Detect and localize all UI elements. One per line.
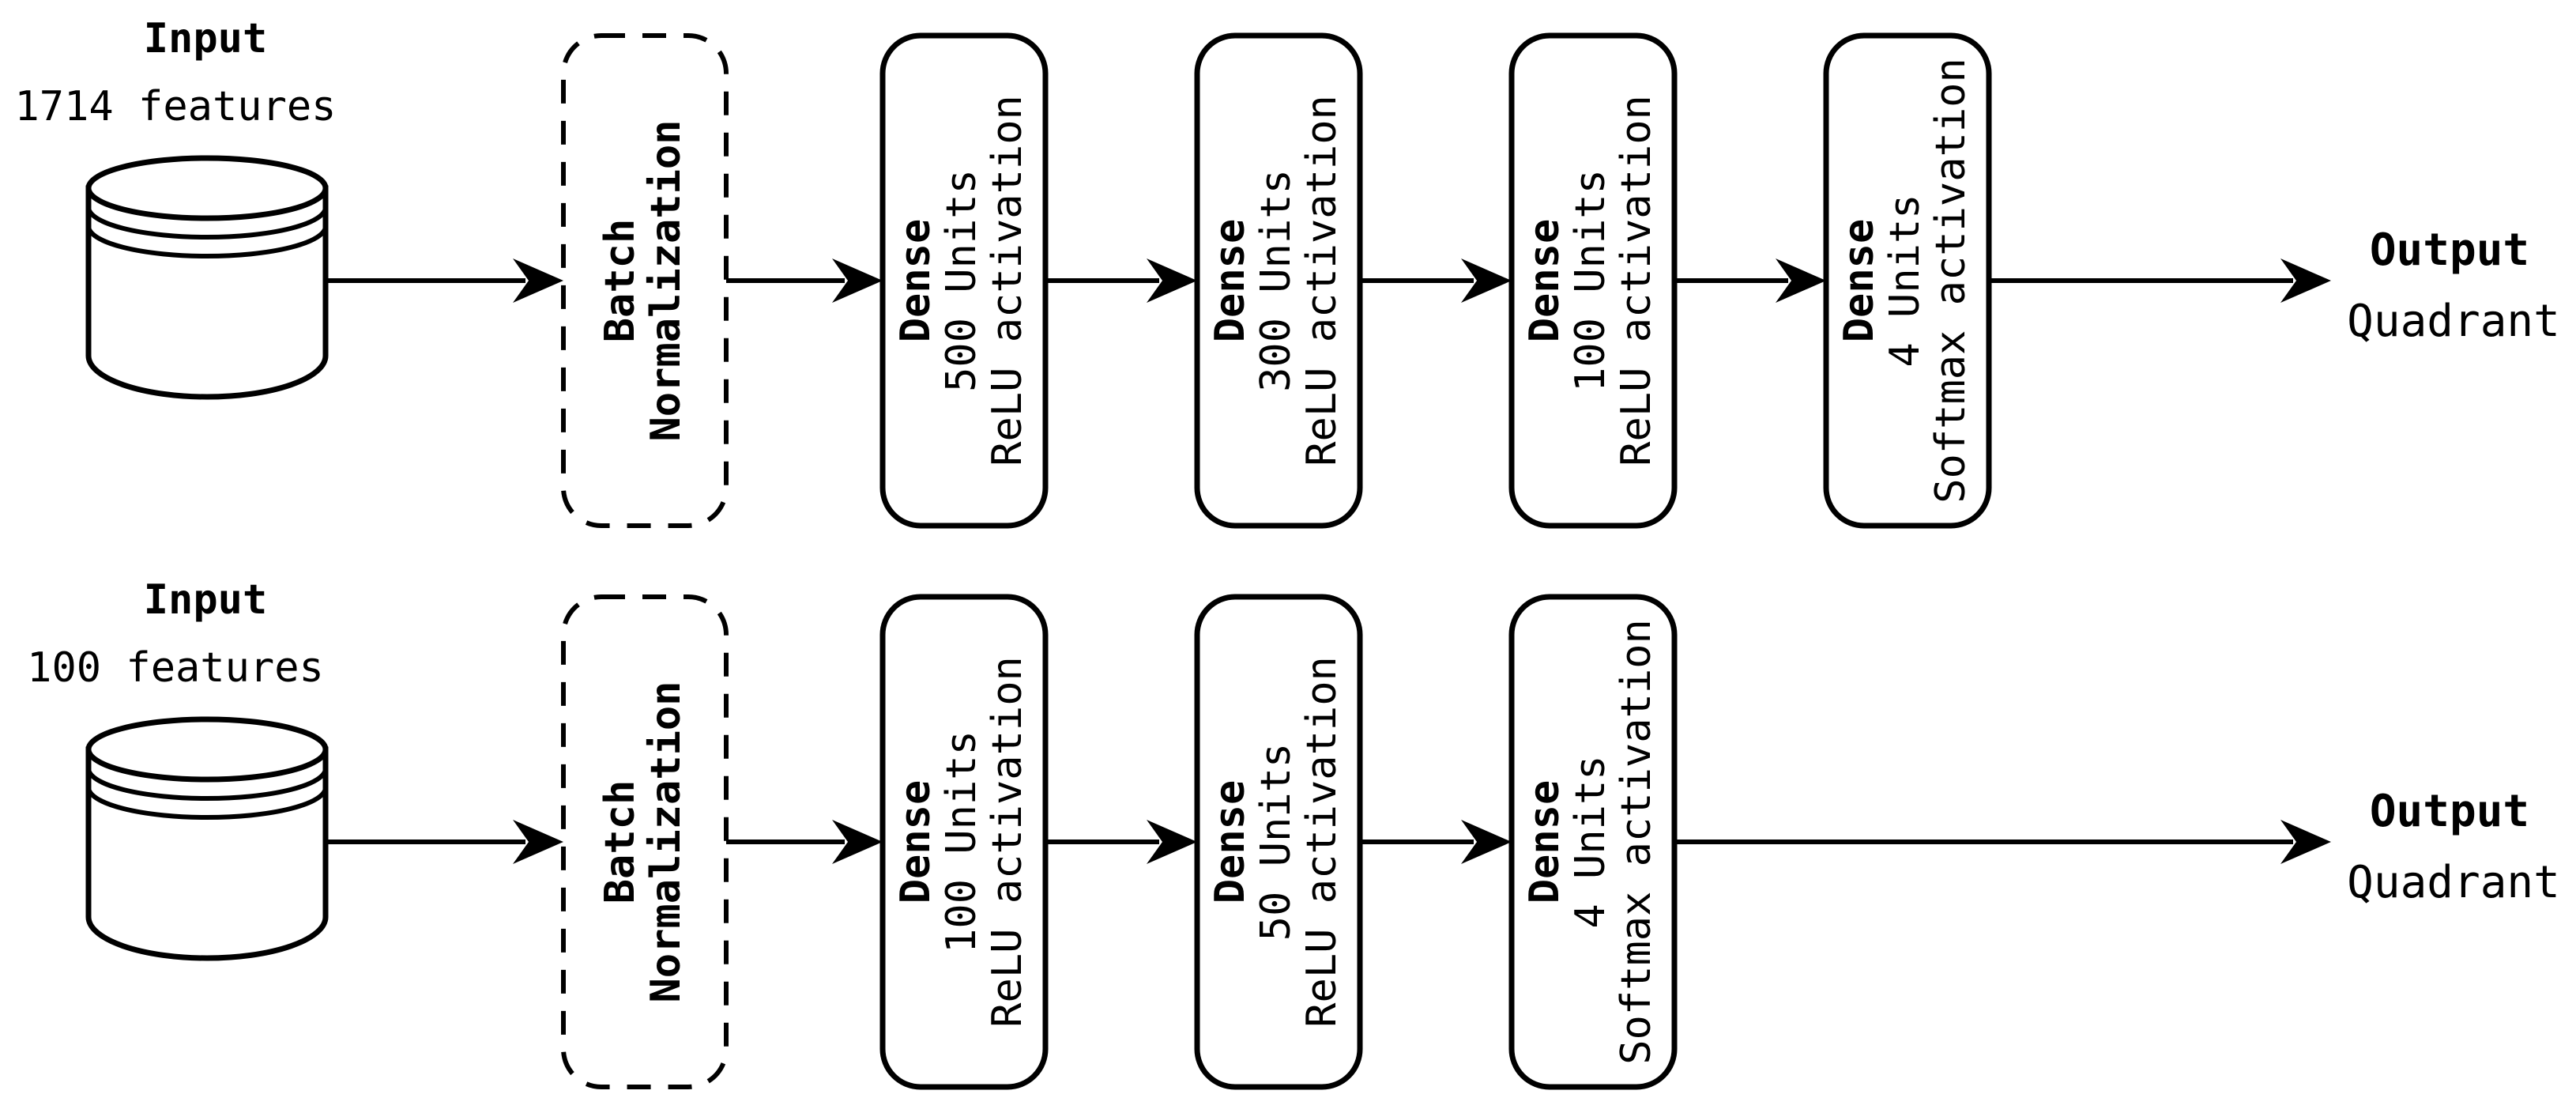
flow-arrow — [1989, 258, 2331, 303]
flow-arrow — [1360, 258, 1512, 303]
layer-activation-label: ReLU activation — [1298, 95, 1346, 466]
layer-units-label: 500 Units — [938, 169, 985, 392]
dense-layer-node: Dense 4 Units Softmax activation — [1508, 594, 1678, 1090]
output-title: Output — [2370, 786, 2529, 837]
layer-name-label: Dense — [1836, 219, 1883, 343]
layer-activation-label: ReLU activation — [1298, 656, 1346, 1028]
database-icon — [85, 716, 329, 961]
layer-units-label: 4 Units — [1567, 755, 1614, 928]
output-title: Output — [2370, 225, 2529, 276]
layer-units-label: 100 Units — [1567, 169, 1614, 392]
flow-arrow — [1674, 820, 2331, 864]
layer-units-label: 300 Units — [1252, 169, 1300, 392]
layer-name-label: Dense — [1521, 219, 1569, 343]
dense-layer-node: Dense 50 Units ReLU activation — [1194, 594, 1363, 1090]
layer-units-label: 50 Units — [1252, 743, 1300, 941]
flow-arrow — [1045, 820, 1197, 864]
batchnorm-node: Batch Normalization — [561, 33, 729, 528]
layer-activation-label: ReLU activation — [984, 656, 1031, 1028]
pipeline-row-bottom: Input 100 features Batch Normalization — [27, 576, 2560, 1090]
flow-arrow — [326, 820, 563, 864]
output-class-label: Quadrant — [2347, 857, 2560, 908]
flow-arrow — [1674, 258, 1826, 303]
batchnorm-label-line1: Batch — [597, 780, 644, 904]
input-title: Input — [144, 576, 268, 624]
layer-activation-label: ReLU activation — [984, 95, 1031, 466]
layer-activation-label: Softmax activation — [1927, 58, 1975, 504]
layer-name-label: Dense — [1521, 780, 1569, 904]
layer-units-label: 100 Units — [938, 730, 985, 953]
flow-arrow — [726, 258, 883, 303]
pipeline-row-top: Input 1714 features Batch Normalization — [15, 15, 2560, 529]
flow-arrow — [726, 820, 883, 864]
input-title: Input — [144, 15, 268, 62]
batchnorm-label-line2: Normalization — [642, 120, 690, 442]
layer-activation-label: Softmax activation — [1613, 619, 1660, 1065]
layer-units-label: 4 Units — [1881, 194, 1929, 367]
dense-layer-node: Dense 300 Units ReLU activation — [1194, 32, 1363, 529]
layer-name-label: Dense — [1207, 780, 1254, 904]
dense-layer-node: Dense 100 Units ReLU activation — [879, 594, 1049, 1090]
batchnorm-label-line2: Normalization — [642, 681, 690, 1003]
flow-arrow — [1045, 258, 1197, 303]
input-features-label: 100 features — [27, 644, 324, 692]
database-icon — [85, 155, 329, 400]
input-features-label: 1714 features — [15, 83, 337, 130]
flow-arrow — [326, 258, 563, 303]
layer-activation-label: ReLU activation — [1613, 95, 1660, 466]
output-class-label: Quadrant — [2347, 296, 2560, 347]
dense-layer-node: Dense 100 Units ReLU activation — [1508, 32, 1678, 529]
layer-name-label: Dense — [892, 780, 940, 904]
dense-layer-node: Dense 500 Units ReLU activation — [879, 32, 1049, 529]
flow-arrow — [1360, 820, 1512, 864]
batchnorm-node: Batch Normalization — [561, 594, 729, 1089]
dense-layer-node: Dense 4 Units Softmax activation — [1823, 32, 1992, 529]
layer-name-label: Dense — [892, 219, 940, 343]
batchnorm-label-line1: Batch — [597, 219, 644, 343]
layer-name-label: Dense — [1207, 219, 1254, 343]
